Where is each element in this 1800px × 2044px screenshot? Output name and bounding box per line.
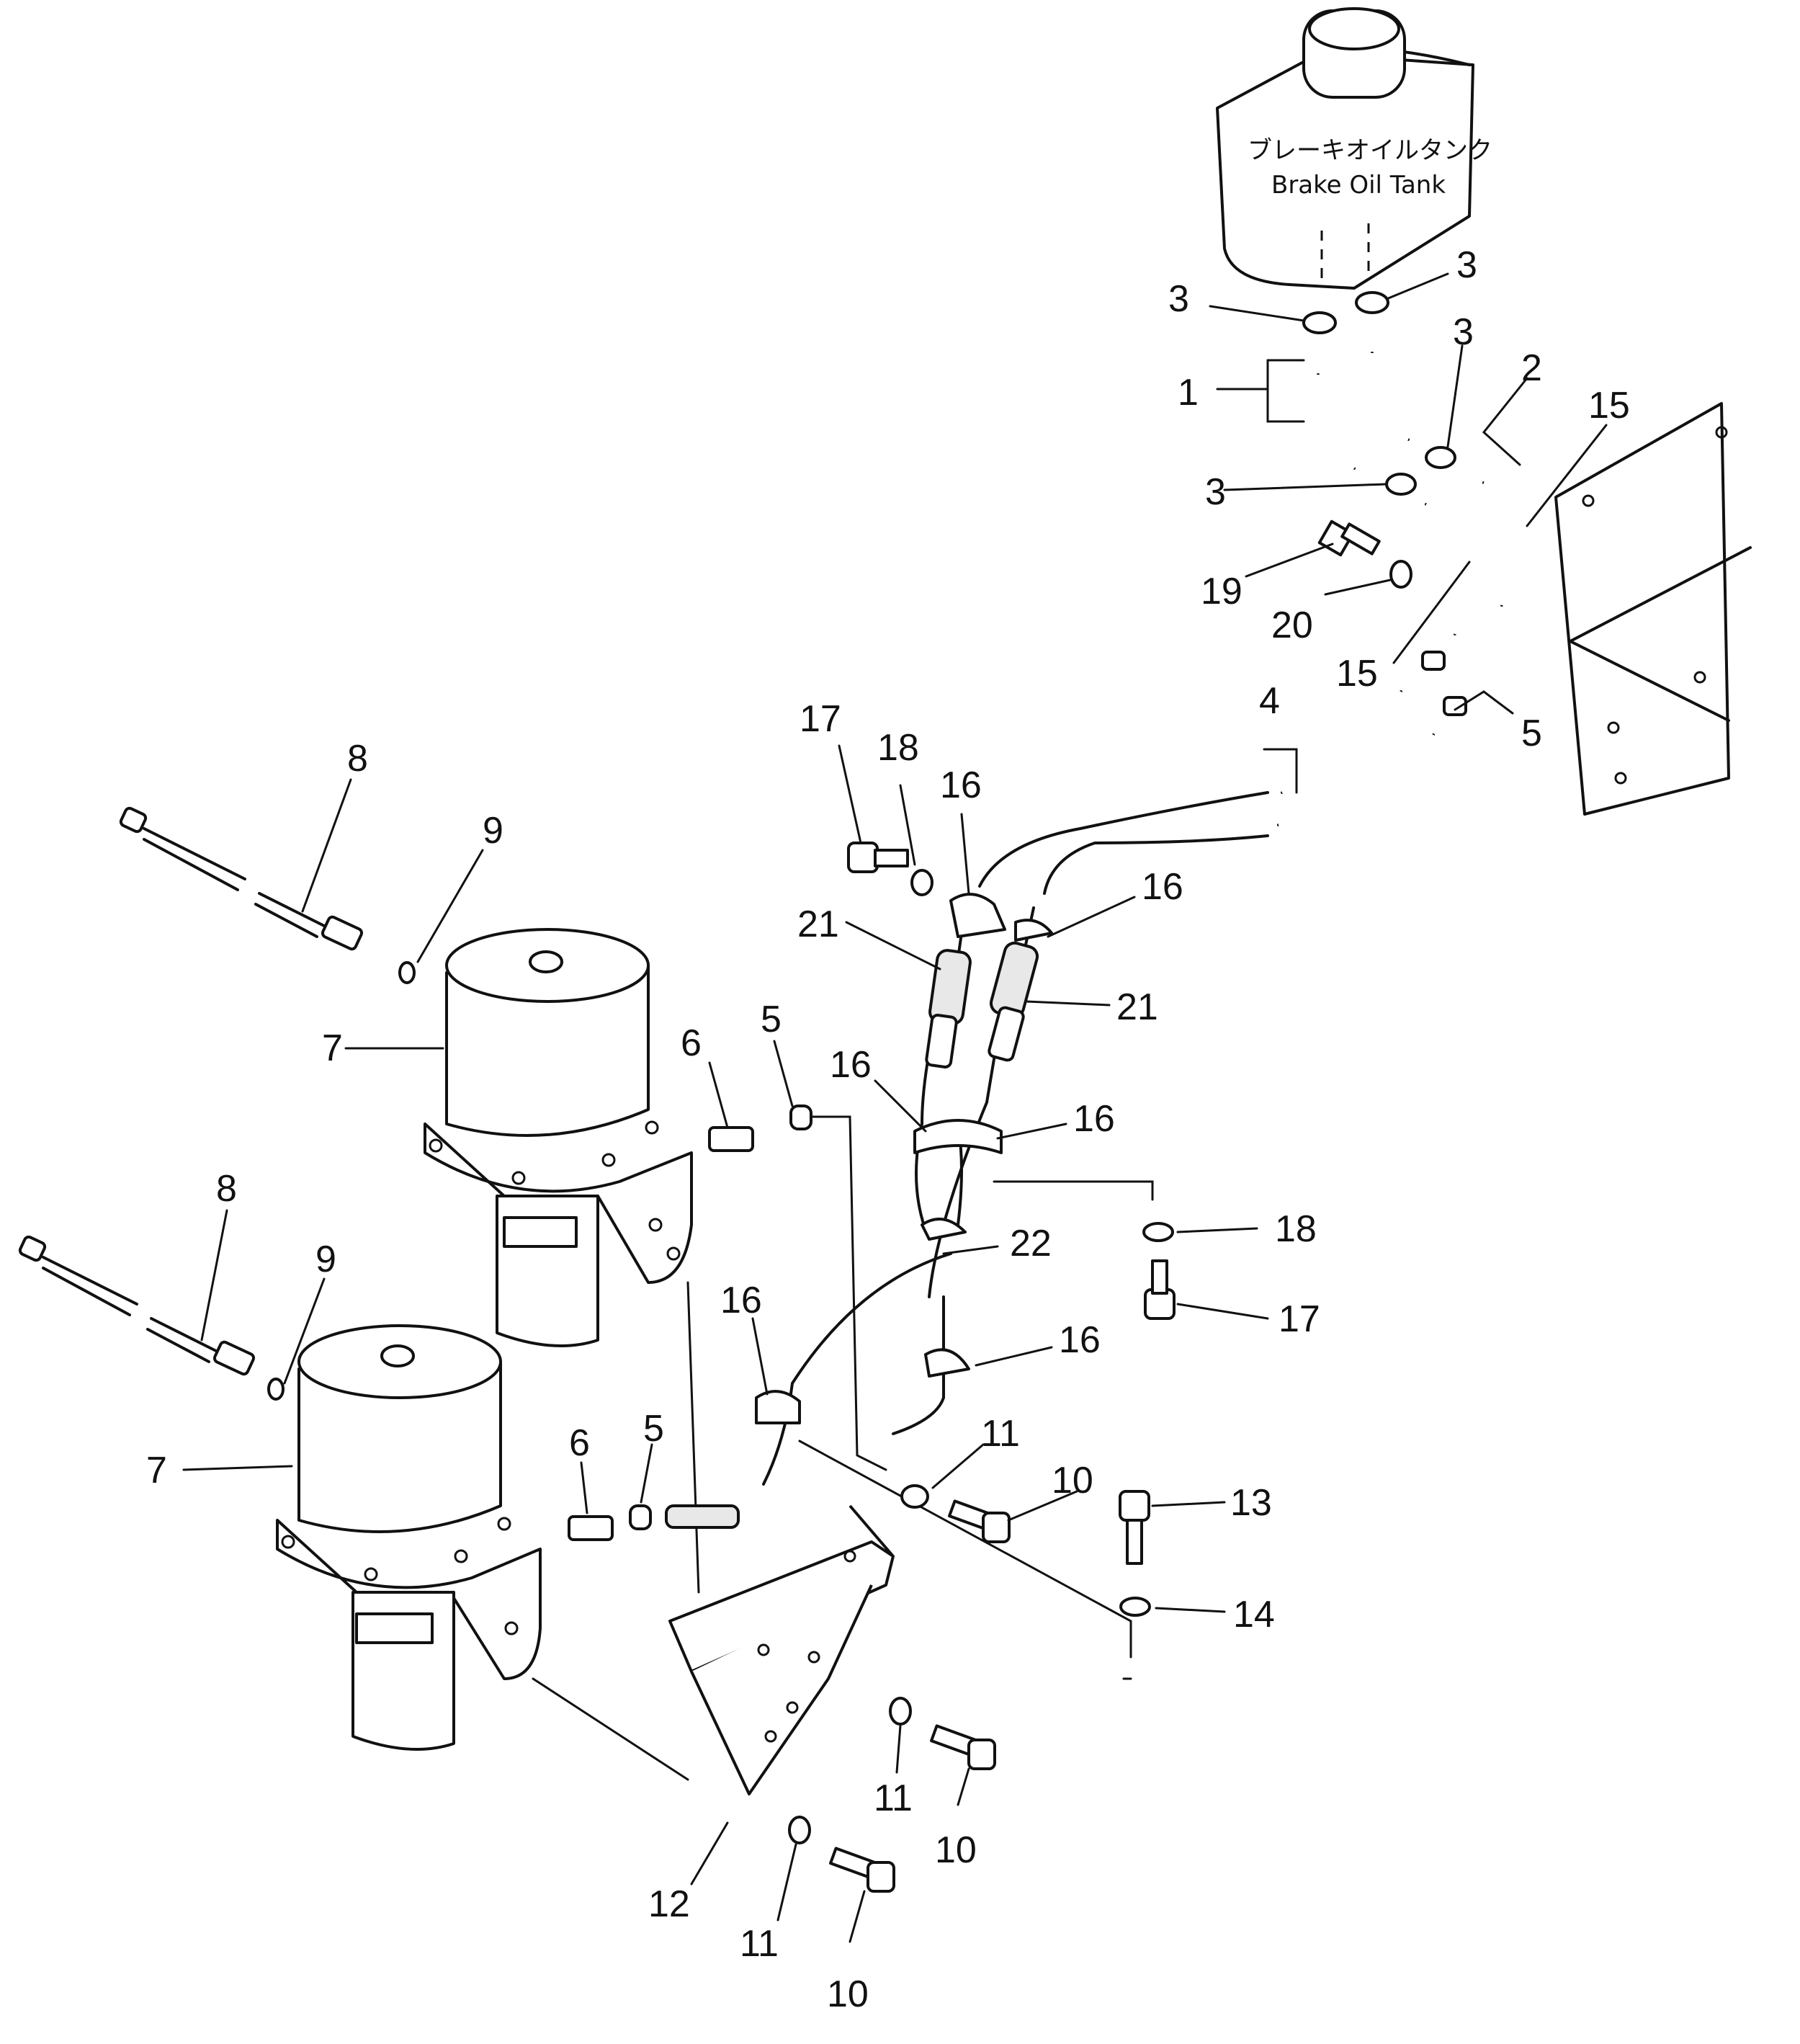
callout-6: 6 (569, 1422, 590, 1464)
callout-16: 16 (1059, 1319, 1101, 1361)
callout-16: 16 (940, 764, 982, 806)
callout-5: 5 (1521, 713, 1542, 754)
callout-17: 17 (1279, 1298, 1320, 1340)
callout-12: 12 (648, 1883, 690, 1925)
callout-14: 14 (1233, 1594, 1275, 1635)
bracket-12 (668, 1504, 895, 1795)
callout-2: 2 (1521, 347, 1542, 389)
callout-1: 1 (1178, 372, 1199, 414)
callout-10: 10 (935, 1829, 977, 1871)
callout-9: 9 (315, 1239, 336, 1280)
hose-clamps (1302, 291, 1456, 496)
tank-label-en: Brake Oil Tank (1271, 171, 1446, 200)
callout-leaders (182, 272, 1608, 1943)
washer-11-a (900, 1484, 929, 1509)
callout-9: 9 (483, 810, 503, 852)
brake-oil-tank: ブレーキオイルタンク Brake Oil Tank (1216, 7, 1492, 290)
washer-14 (1119, 1597, 1151, 1617)
callout-18: 18 (1275, 1208, 1317, 1250)
brake-lines (762, 791, 1269, 1486)
leader-lines (532, 1115, 1154, 1781)
callout-11: 11 (981, 1413, 1020, 1455)
callout-7: 7 (322, 1027, 343, 1069)
callout-6: 6 (681, 1022, 702, 1064)
callout-3: 3 (1456, 244, 1477, 286)
callout-4: 4 (1259, 680, 1280, 722)
callout-5: 5 (761, 999, 782, 1040)
callout-16: 16 (1073, 1098, 1115, 1140)
callout-8: 8 (347, 738, 368, 780)
callout-15: 15 (1588, 385, 1630, 427)
callout-3: 3 (1453, 311, 1474, 353)
callout-16: 16 (720, 1280, 762, 1321)
callout-11: 11 (740, 1923, 779, 1965)
callout-13: 13 (1230, 1482, 1272, 1524)
callout-20: 20 (1271, 604, 1313, 646)
hose-protectors (925, 941, 1039, 1068)
mounting-plate (1554, 402, 1752, 816)
air-master-upper (424, 928, 693, 1347)
washer-11-c (788, 1816, 811, 1844)
clips-16 (755, 893, 1053, 1424)
bolt-19 (1317, 519, 1381, 557)
air-master-lower (276, 1324, 542, 1751)
callout-11: 11 (874, 1777, 913, 1819)
tank-hoses (1311, 352, 1411, 475)
nut-5-top-b (1443, 696, 1467, 716)
bolt-10-b (930, 1724, 996, 1770)
callouts: 3 3 3 3 1 2 15 15 19 20 4 5 17 18 16 16 … (146, 244, 1630, 2015)
bolt-10-a (948, 1499, 1011, 1543)
bolt-17-right (1144, 1259, 1176, 1320)
callout-19: 19 (1201, 571, 1242, 612)
callout-22: 22 (1010, 1223, 1052, 1264)
bolt-10-c (829, 1847, 895, 1893)
callout-16: 16 (1142, 866, 1183, 908)
bolt-13 (1119, 1490, 1150, 1565)
tank-label-jp: ブレーキオイルタンク (1248, 136, 1492, 165)
callout-3: 3 (1168, 278, 1189, 320)
callout-16: 16 (830, 1044, 872, 1086)
callout-10: 10 (1052, 1460, 1093, 1501)
main-hoses (1276, 688, 1441, 833)
callout-8: 8 (216, 1168, 237, 1210)
callout-3: 3 (1205, 471, 1226, 513)
callout-7: 7 (146, 1450, 167, 1491)
callout-21: 21 (1116, 986, 1158, 1028)
callout-10: 10 (827, 1973, 869, 2015)
air-line-upper (119, 806, 416, 984)
washer-18-top (910, 869, 933, 896)
fittings-left (568, 1104, 812, 1541)
callout-17: 17 (800, 698, 841, 740)
washer-11-b (889, 1697, 912, 1726)
nut-5-top-a (1421, 651, 1446, 671)
washer-18-right (1142, 1222, 1174, 1242)
callout-18: 18 (877, 727, 919, 769)
washer-20 (1389, 560, 1412, 589)
brake-pipes (1424, 478, 1526, 636)
callout-5: 5 (643, 1408, 664, 1450)
air-line-lower (18, 1235, 285, 1401)
callout-21: 21 (797, 903, 839, 945)
callout-15: 15 (1336, 653, 1378, 695)
bolt-17-top (847, 842, 909, 873)
